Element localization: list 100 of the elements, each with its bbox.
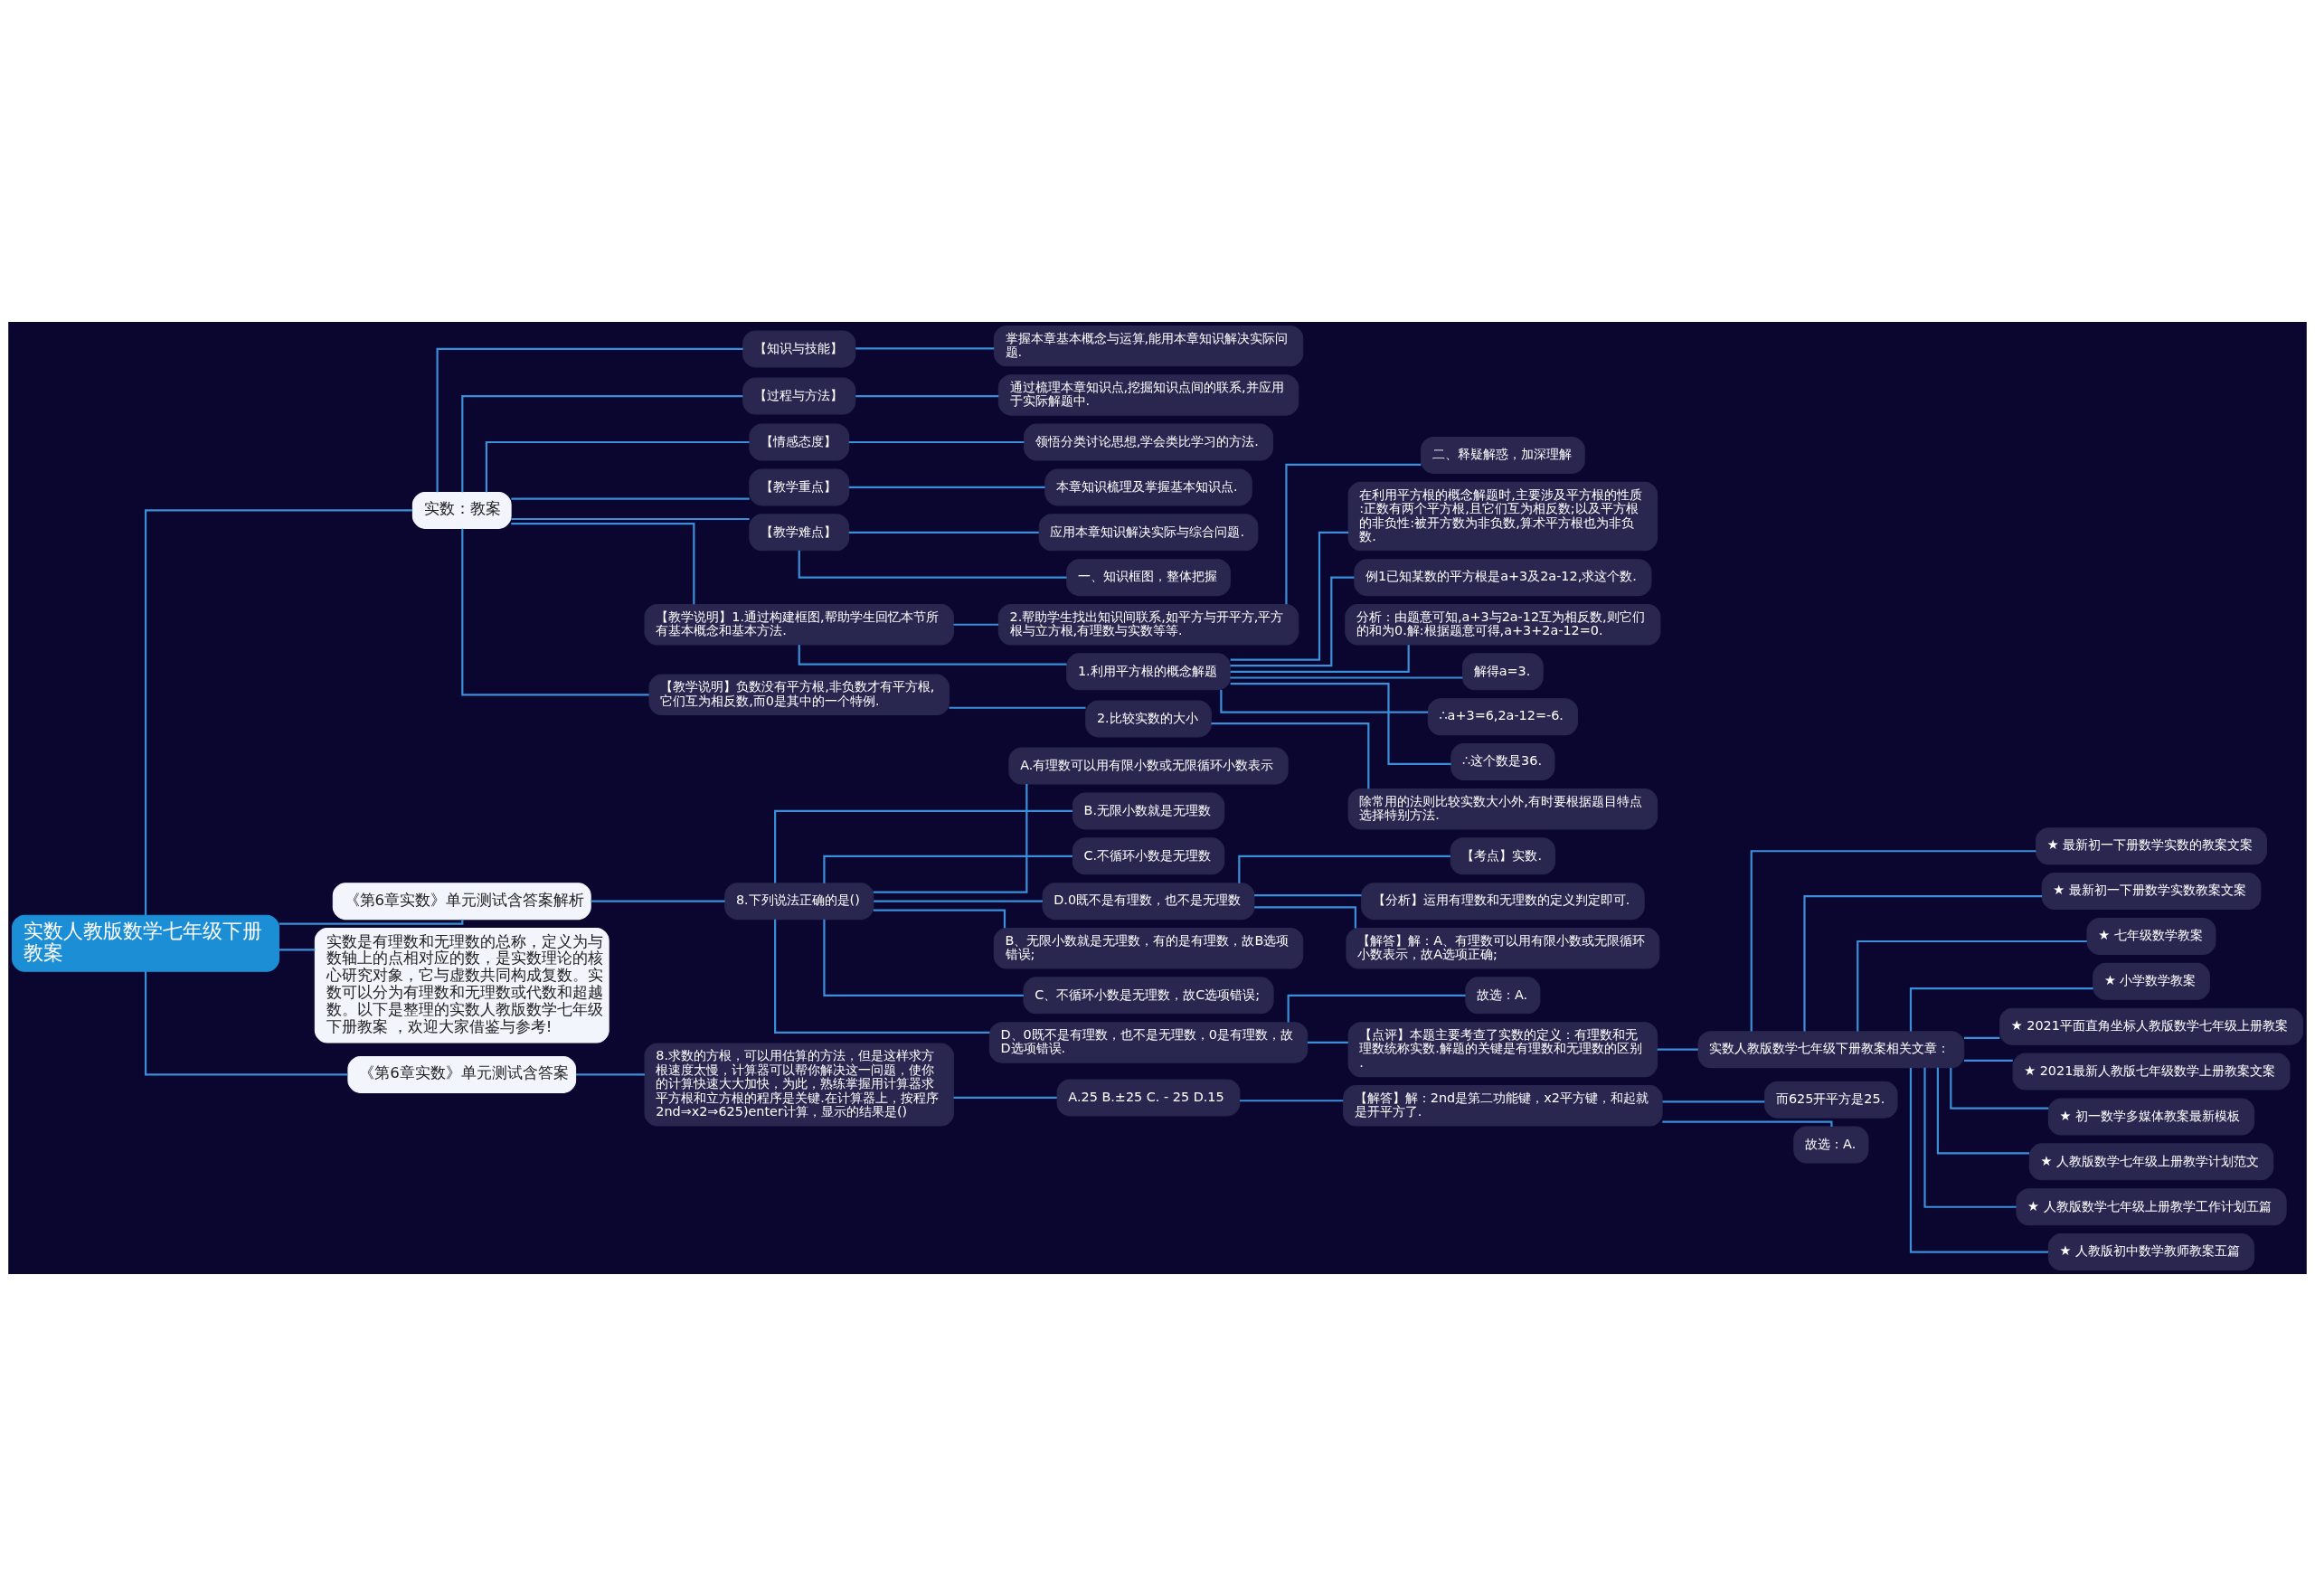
- connector: [511, 497, 750, 500]
- node-box: 8.求数的方根，可以用估算的方法，但是这样求方根速度太慢，计算器可以帮你解决这一问题，使你的计算快速大大加快，为此，熟练掌握用计算器求平方根和立方根的程序是关键.在计算器上，按程序2nd⇒x2⇒625)enter计算，显示的结果是(): [644, 1043, 954, 1127]
- connector: [1254, 893, 1362, 897]
- node-box: ★ 人教版数学七年级上册教学工作计划五篇: [2016, 1188, 2287, 1226]
- node-box: ★ 最新初一下册数学实数的教案文案: [2035, 827, 2268, 865]
- connector: [576, 1073, 645, 1076]
- connector: [1909, 987, 2093, 1032]
- connector: [1662, 1120, 1833, 1127]
- connector: [823, 919, 1024, 996]
- connector: [1285, 463, 1422, 605]
- node-box: 在利用平方根的概念解题时,主要涉及平方根的性质:正数有两个平方根,且它们互为相反数;以及平方根的非负性:被开方数为非负数,算术平方根也为非负数.: [1347, 481, 1658, 552]
- node-box: 本章知识梳理及掌握基本知识点.: [1044, 468, 1252, 506]
- node-box: 1.利用平方根的概念解题: [1066, 653, 1231, 691]
- node-box: 【点评】本题主要考查了实数的定义：有理数和无理数统称实数.解题的关键是有理数和无理数的区别.: [1347, 1022, 1658, 1078]
- connector: [774, 809, 1072, 883]
- node-box: 《第6章实数》单元测试含答案解析: [332, 883, 591, 921]
- connector: [1254, 906, 1356, 929]
- node-box: D、0既不是有理数，也不是无理数，0是有理数，故D选项错误.: [988, 1022, 1309, 1063]
- connector: [798, 645, 1067, 666]
- connector: [1750, 850, 2036, 1032]
- node-box: 例1已知某数的平方根是a+3及2a-12,求这个数.: [1354, 559, 1652, 597]
- node-box: ★ 2021最新人教版七年级数学上册教案文案: [2012, 1053, 2291, 1091]
- node-box: D.0既不是有理数，也不是无理数: [1042, 883, 1255, 921]
- connector: [485, 440, 750, 493]
- connector: [1803, 895, 2043, 1032]
- connector: [1220, 690, 1429, 713]
- connector: [848, 486, 1045, 488]
- node-box: ★ 2021平面直角坐标人教版数学七年级上册教案: [1999, 1007, 2303, 1045]
- connector: [1238, 855, 1450, 883]
- node-box: 实数是有理数和无理数的总称，定义为与数轴上的点相对应的数，是实数理论的核心研究对象，它与虚数共同构成复数。实数可以分为有理数和无理数或代数和超越数。以下是整理的实数人教版数学七年级下册教案 ，欢迎大家借鉴与参考!: [314, 928, 609, 1044]
- connector: [461, 528, 649, 696]
- connector: [873, 784, 1028, 893]
- node-box: 而625开平方是25.: [1764, 1081, 1898, 1119]
- connector: [1936, 1067, 2030, 1155]
- node-box: C、不循环小数是无理数，故C选项错误;: [1023, 977, 1274, 1015]
- node-box: 2.比较实数的大小: [1085, 700, 1212, 738]
- node-box: 故选：A.: [1793, 1126, 1869, 1164]
- node-box: 【情感态度】: [749, 423, 850, 461]
- connector: [591, 900, 725, 902]
- connector: [1230, 645, 1410, 673]
- connector: [1239, 1100, 1344, 1102]
- node-box: A.25 B.±25 C. - 25 D.15: [1056, 1079, 1241, 1117]
- node-box: 解得a=3.: [1461, 653, 1544, 691]
- connector: [1307, 1041, 1348, 1044]
- connector: [511, 517, 750, 521]
- connector: [1211, 722, 1370, 789]
- node-box: ∴这个数是36.: [1450, 743, 1555, 781]
- node-box: ★ 最新初一下册数学实数教案文案: [2041, 873, 2262, 911]
- node-box: 领悟分类讨论思想,学会类比学习的方法.: [1024, 423, 1274, 461]
- connector: [873, 909, 1006, 929]
- node-box: B.无限小数就是无理数: [1072, 792, 1225, 830]
- connector: [1963, 1036, 2000, 1040]
- connector: [1662, 1100, 1765, 1103]
- node-box: 实数：教案: [411, 491, 512, 529]
- node-box: 分析：由题意可知,a+3与2a-12互为相反数,则它们的和为0.解:根据题意可得,a+3+2a-12=0.: [1345, 604, 1661, 646]
- connector: [823, 855, 1072, 883]
- connector: [1230, 676, 1463, 679]
- node-box: 【解答】解：2nd是第二功能键，x2平方键，和起就是开平方了.: [1343, 1085, 1663, 1127]
- connector: [461, 394, 743, 493]
- node-box: 2.帮助学生找出知识间联系,如平方与开平方,平方根与立方根,有理数与实数等等.: [997, 604, 1299, 646]
- connector: [279, 919, 464, 925]
- node-box: 【教学说明】1.通过构建框图,帮助学生回忆本节所有基本概念和基本方法.: [644, 604, 954, 646]
- connector: [1909, 1068, 2048, 1253]
- connector: [774, 919, 990, 1034]
- node-box: A.有理数可以用有限小数或无限循环小数表示: [1008, 747, 1289, 785]
- node-box: 通过梳理本章知识点,挖掘知识点间的联系,并应用于实际解题中.: [997, 374, 1299, 416]
- node-box: 【考点】实数.: [1450, 837, 1556, 875]
- node-box: ★ 小学数学教案: [2093, 962, 2210, 1000]
- node-box: 【过程与方法】: [742, 377, 856, 415]
- node-box: 【教学难点】: [749, 514, 850, 552]
- connector: [436, 347, 743, 493]
- node-box: 《第6章实数》单元测试含答案: [347, 1055, 577, 1093]
- node-box: 【分析】运用有理数和无理数的定义判定即可.: [1361, 883, 1645, 921]
- connector: [1230, 576, 1355, 667]
- node-box: ★ 人教版数学七年级上册教学计划范文: [2028, 1143, 2274, 1181]
- connector: [511, 523, 695, 605]
- node-box: 二、释疑解惑，加深理解: [1420, 436, 1585, 474]
- node-box: ★ 七年级数学教案: [2086, 917, 2216, 955]
- connector: [1857, 940, 2087, 1032]
- connector: [848, 440, 1025, 444]
- node-box: ★ 初一数学多媒体教案最新模板: [2047, 1098, 2255, 1136]
- node-box: 8.下列说法正确的是(): [724, 883, 874, 921]
- connector: [953, 1096, 1057, 1100]
- connector: [1287, 994, 1466, 1023]
- node-box: 一、知识框图，整体把握: [1066, 559, 1231, 597]
- node-box: 故选：A.: [1465, 977, 1541, 1015]
- connector: [144, 509, 413, 916]
- node-box: B、无限小数就是无理数，有的是有理数，故B选项错误;: [993, 928, 1304, 969]
- connector: [874, 900, 1043, 902]
- node-box: 【解答】解：A、有理数可以用有限小数或无限循环小数表示，故A选项正确;: [1346, 928, 1660, 969]
- node-box: 【教学说明】负数没有平方根,非负数才有平方根,它们互为相反数,而0是其中的一个特例.: [648, 674, 950, 716]
- node-box: ∴a+3=6,2a-12=-6.: [1427, 698, 1578, 736]
- node-box: 实数人教版数学七年级下册教案相关文章：: [1697, 1031, 1965, 1069]
- connector: [855, 347, 995, 350]
- connector: [855, 394, 999, 398]
- connector: [1963, 1059, 2013, 1062]
- node-box: 掌握本章基本概念与运算,能用本章知识解决实际问题.: [993, 325, 1304, 367]
- connector: [279, 949, 316, 951]
- connector: [953, 623, 999, 626]
- connector: [848, 531, 1039, 534]
